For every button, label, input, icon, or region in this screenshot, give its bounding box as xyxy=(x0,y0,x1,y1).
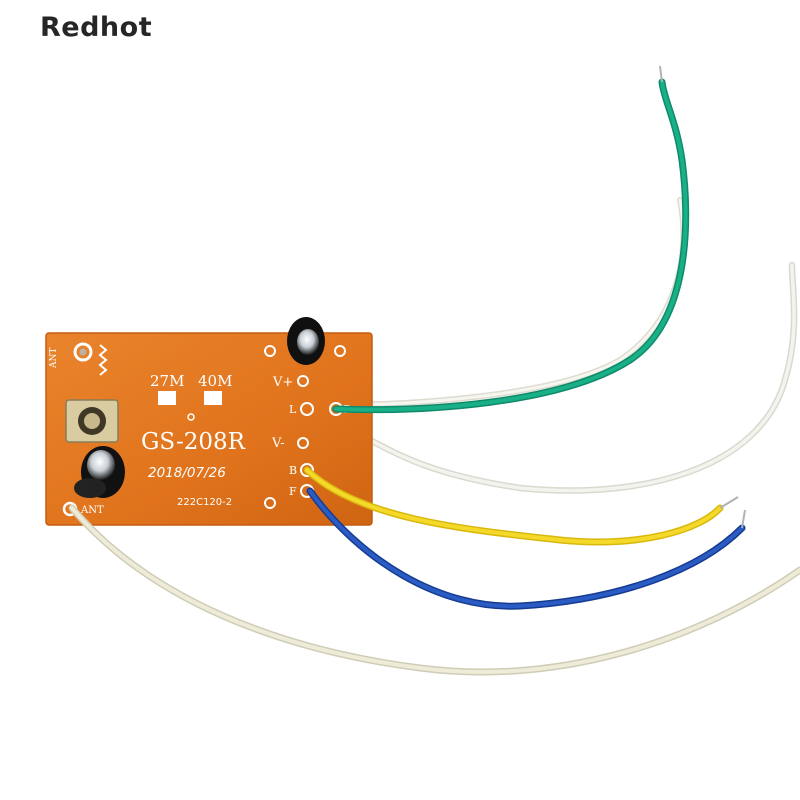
mount-hole xyxy=(264,497,276,509)
brand-logo-text: Redhot xyxy=(40,12,153,43)
pcb-board xyxy=(45,332,373,526)
date-label: 2018/07/26 xyxy=(148,465,226,481)
freq-40-pad xyxy=(204,391,222,405)
ant-top-hole xyxy=(73,342,93,362)
mount-hole xyxy=(264,345,276,357)
pad-vplus-label: V+ xyxy=(272,375,293,390)
pad-l xyxy=(300,402,314,416)
green-wire xyxy=(332,78,690,414)
pad-vplus xyxy=(297,375,309,387)
freq-40-label: 40M xyxy=(198,372,232,390)
code-label: 222C120-2 xyxy=(177,497,232,508)
pad-vminus xyxy=(297,437,309,449)
ant-top-label: ANT xyxy=(49,348,59,369)
model-label: GS-208R xyxy=(141,429,246,455)
pad-b-label: B xyxy=(289,464,297,477)
pad-f-label: F xyxy=(289,485,297,498)
pad-vminus-label: V- xyxy=(271,436,285,451)
freq-27-label: 27M xyxy=(150,372,184,390)
pad-l-label: L xyxy=(289,403,297,416)
freq-27-pad xyxy=(158,391,176,405)
ant-bottom-label: ANT xyxy=(80,505,104,516)
capacitor-left xyxy=(74,446,125,498)
mount-hole xyxy=(334,345,346,357)
coil-mark xyxy=(98,344,108,376)
pad-b xyxy=(300,463,314,477)
capacitor-top xyxy=(287,317,325,365)
white-wire-r xyxy=(327,197,687,408)
